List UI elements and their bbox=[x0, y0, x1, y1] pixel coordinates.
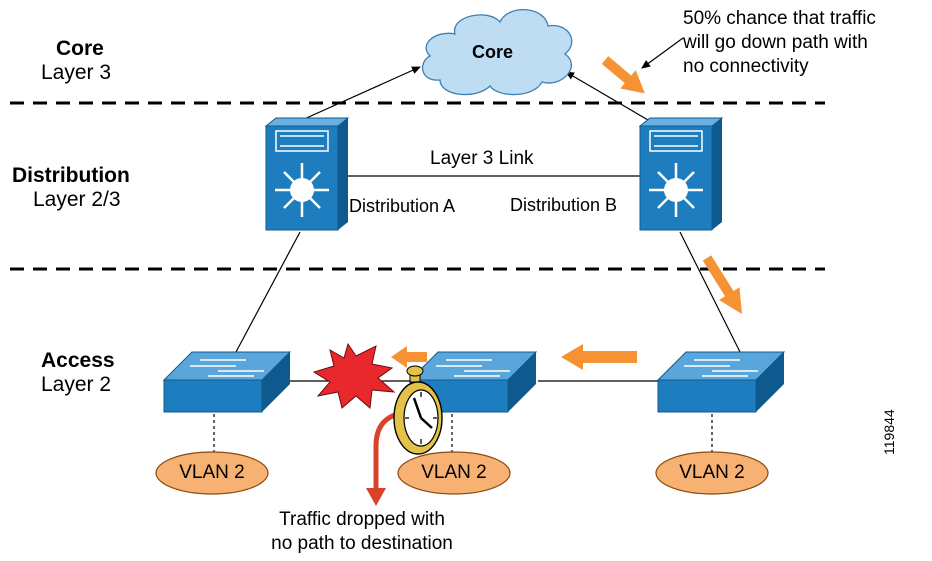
workgroup-switch-icon bbox=[656, 351, 786, 413]
annotation-bottom-line-2: no path to destination bbox=[271, 533, 453, 554]
figure-id: 119844 bbox=[881, 409, 897, 455]
workgroup-switch-icon bbox=[408, 351, 538, 413]
vlan-ellipse bbox=[655, 451, 769, 495]
distribution-a-label: Distribution A bbox=[349, 196, 456, 216]
tier-layer-core: Layer 3 bbox=[41, 61, 112, 84]
link-distA-access bbox=[235, 231, 301, 353]
traffic-arrow-right bbox=[702, 255, 742, 314]
multilayer-switch-icon bbox=[264, 117, 350, 231]
annotation-bottom-line-1: Traffic dropped with bbox=[279, 509, 445, 530]
multilayer-switch-icon bbox=[638, 117, 724, 231]
cloud-label: Core bbox=[472, 42, 514, 62]
traffic-flow-arrows bbox=[391, 56, 742, 370]
stopwatch-icon bbox=[393, 365, 443, 455]
annotation-top-line-2: will go down path with bbox=[683, 32, 868, 53]
explosion-icon bbox=[312, 342, 396, 409]
vlan-label: VLAN 2 bbox=[179, 462, 245, 483]
tier-name-access: Access bbox=[41, 349, 115, 372]
tier-name-distribution: Distribution bbox=[12, 164, 130, 187]
vlan-ellipse bbox=[155, 451, 269, 495]
link-distB-access bbox=[679, 231, 741, 353]
vlan-ellipse bbox=[397, 451, 511, 495]
vlan-label: VLAN 2 bbox=[679, 462, 745, 483]
drop-arrow-head bbox=[366, 488, 386, 506]
distribution-b-label: Distribution B bbox=[510, 195, 618, 215]
traffic-arrow-small bbox=[391, 346, 427, 368]
annotation-top-line-1: 50% chance that traffic bbox=[683, 8, 876, 29]
tier-layer-distribution: Layer 2/3 bbox=[33, 188, 121, 211]
traffic-arrow-lower bbox=[561, 344, 637, 370]
traffic-arrow-top bbox=[601, 56, 645, 94]
tier-name-core: Core bbox=[56, 37, 104, 60]
annotation-pointer bbox=[641, 37, 684, 69]
tier-layer-access: Layer 2 bbox=[41, 373, 112, 396]
annotation-top-line-3: no connectivity bbox=[683, 56, 809, 77]
link-distB-core bbox=[565, 71, 649, 121]
workgroup-switch-icon bbox=[162, 351, 292, 413]
link-distA-core bbox=[301, 66, 421, 121]
layer3-link-label: Layer 3 Link bbox=[430, 148, 534, 169]
vlan-label: VLAN 2 bbox=[421, 462, 487, 483]
cloud-icon bbox=[421, 9, 573, 96]
